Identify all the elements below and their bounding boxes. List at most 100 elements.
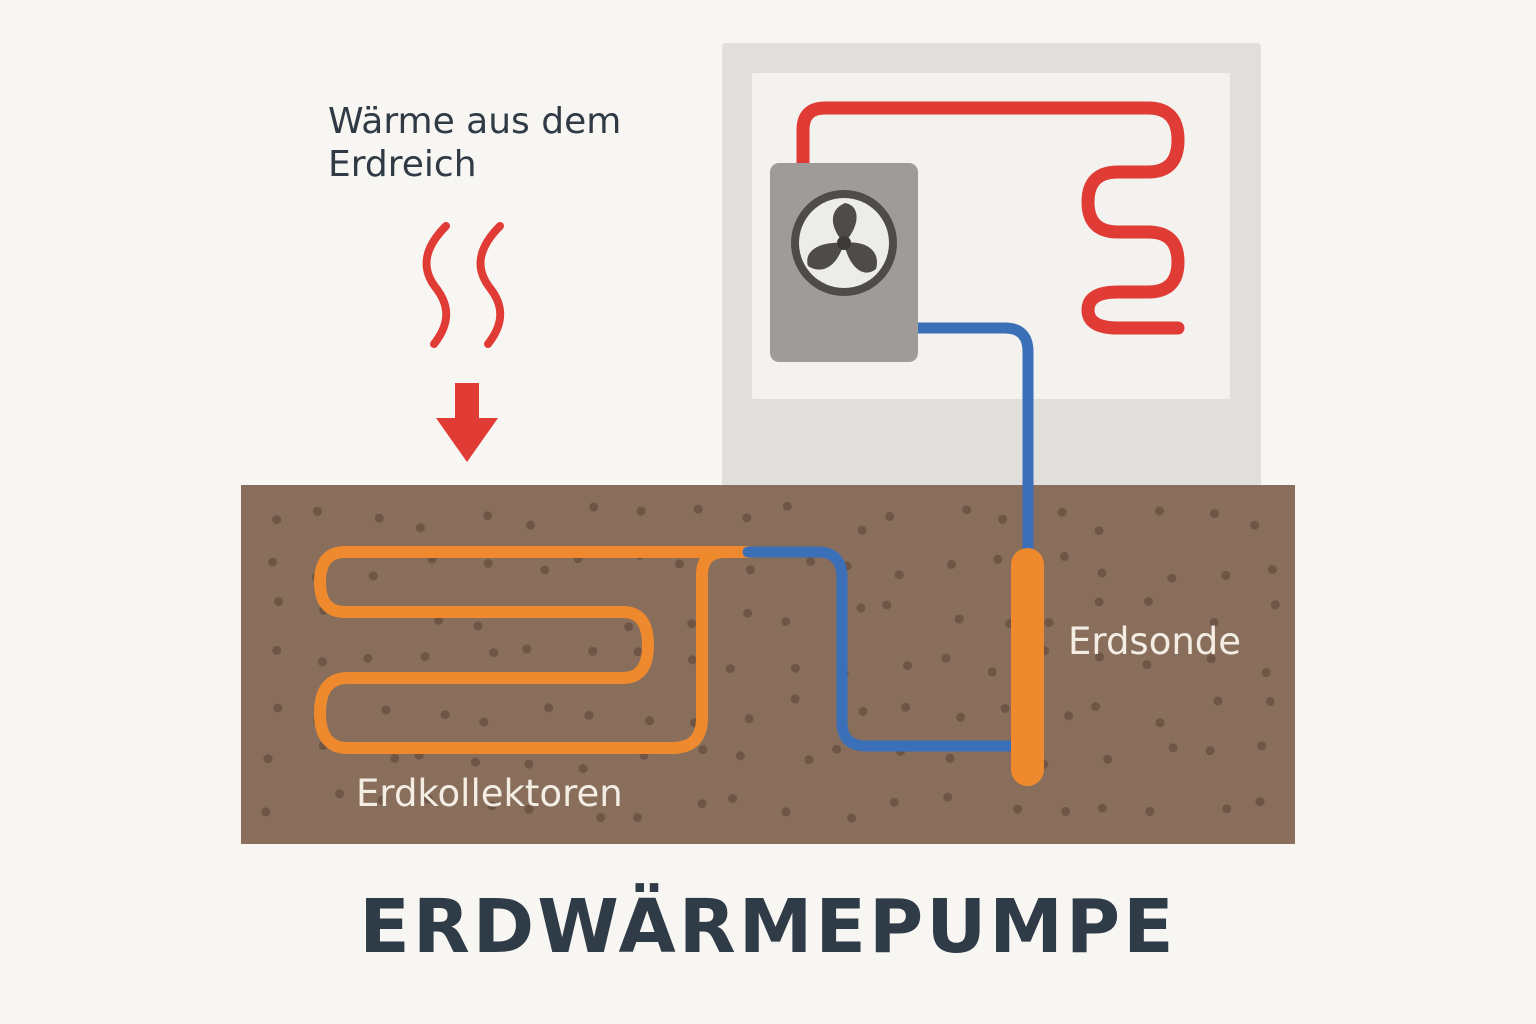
- soil-dot: [1261, 668, 1271, 678]
- soil-dot: [313, 506, 322, 516]
- soil-dot: [544, 703, 554, 713]
- soil-dot: [728, 794, 738, 803]
- soil-dot: [956, 712, 965, 722]
- soil-dot: [268, 557, 278, 567]
- heat-from-ground-label: Wärme aus dem Erdreich: [328, 100, 688, 186]
- soil-dot: [374, 513, 384, 523]
- soil-dot: [698, 745, 708, 755]
- soil-dot: [1250, 520, 1260, 530]
- soil-dot: [725, 664, 735, 674]
- soil-dot: [1145, 806, 1155, 816]
- soil-dot: [1270, 600, 1280, 610]
- soil-dot: [1013, 804, 1023, 814]
- soil-dot: [471, 757, 480, 767]
- soil-dot: [1000, 704, 1010, 713]
- soil-dot: [856, 603, 866, 613]
- soil-area: [241, 485, 1295, 844]
- soil-dot: [901, 702, 911, 712]
- diagram-title: ERDWÄRMEPUMPE: [359, 884, 1177, 970]
- soil-dot: [1061, 806, 1071, 816]
- soil-dot: [489, 648, 499, 658]
- soil-dot: [1097, 568, 1107, 578]
- soil-dot: [998, 514, 1008, 524]
- soil-dot: [1044, 618, 1054, 628]
- soil-dot: [1155, 718, 1165, 728]
- soil-dot: [693, 504, 703, 514]
- soil-dot: [1209, 509, 1219, 519]
- soil-dot: [483, 558, 493, 568]
- soil-dot: [636, 506, 646, 516]
- soil-dot: [1094, 597, 1104, 607]
- soil-dot: [744, 714, 754, 724]
- heating-coil: [796, 101, 1185, 335]
- soil-dot: [1265, 696, 1275, 706]
- connection-pipe-soil: [742, 546, 1022, 752]
- soil-dot: [479, 717, 489, 727]
- soil-dot: [377, 795, 387, 805]
- soil-dot: [263, 754, 273, 764]
- collectors-label: Erdkollektoren: [356, 772, 623, 815]
- soil-dot: [790, 694, 800, 704]
- soil-dot: [1257, 741, 1267, 751]
- soil-dot: [261, 807, 271, 817]
- soil-dot: [633, 813, 642, 823]
- soil-dot: [781, 807, 791, 817]
- soil-dot: [633, 647, 643, 657]
- soil-dot: [941, 653, 951, 663]
- soil-dot: [483, 511, 493, 521]
- soil-dot: [645, 716, 655, 726]
- soil-dot: [1255, 797, 1265, 807]
- soil-dot: [415, 523, 425, 533]
- soil-dot: [1168, 743, 1178, 753]
- soil-dot: [1057, 507, 1067, 517]
- soil-dot: [857, 525, 867, 535]
- soil-dot: [1091, 702, 1101, 712]
- soil-dot: [947, 559, 956, 569]
- soil-dot: [540, 565, 550, 575]
- soil-dot: [806, 556, 816, 566]
- heat-waves-icon: [422, 222, 505, 348]
- probe-label: Erdsonde: [1068, 620, 1242, 663]
- soil-dot: [882, 600, 892, 610]
- soil-dot: [1205, 746, 1215, 756]
- soil-dot: [1154, 506, 1164, 516]
- soil-dot: [1267, 565, 1277, 575]
- soil-dot: [423, 794, 433, 804]
- soil-dot: [524, 759, 534, 769]
- soil-dot: [584, 710, 594, 720]
- soil-dot: [697, 799, 707, 809]
- soil-dot: [390, 753, 400, 763]
- soil-dot: [588, 646, 598, 656]
- soil-dot: [1095, 652, 1105, 662]
- soil-dot: [945, 753, 955, 763]
- soil-dot: [473, 621, 483, 631]
- soil-dot: [943, 792, 953, 802]
- soil-dot: [1209, 618, 1219, 628]
- soil-dot: [368, 571, 378, 581]
- soil-dot: [420, 652, 430, 662]
- soil-dot: [987, 667, 997, 677]
- soil-dot: [317, 657, 327, 667]
- soil-dot: [804, 755, 814, 765]
- return-pipe-house: [906, 322, 1034, 566]
- soil-dot: [1144, 597, 1153, 606]
- down-arrow-icon: [436, 383, 498, 462]
- soil-dot: [954, 614, 964, 624]
- soil-dot: [1097, 803, 1107, 813]
- soil-dot: [1142, 660, 1152, 670]
- soil-dot: [381, 705, 391, 715]
- soil-dot: [1221, 570, 1231, 580]
- ground-collector-pipe: [314, 546, 754, 754]
- soil-dot: [524, 804, 534, 814]
- soil-dot: [272, 645, 282, 655]
- soil-dot: [1222, 804, 1232, 814]
- soil-dot: [589, 502, 599, 512]
- soil-dot: [687, 655, 697, 665]
- soil-dot: [487, 801, 497, 811]
- soil-dot: [687, 619, 697, 629]
- heat-label-line1: Wärme aus dem: [328, 101, 622, 142]
- soil-dot: [745, 565, 755, 575]
- soil-dot: [781, 617, 791, 627]
- soil-dot: [903, 661, 912, 671]
